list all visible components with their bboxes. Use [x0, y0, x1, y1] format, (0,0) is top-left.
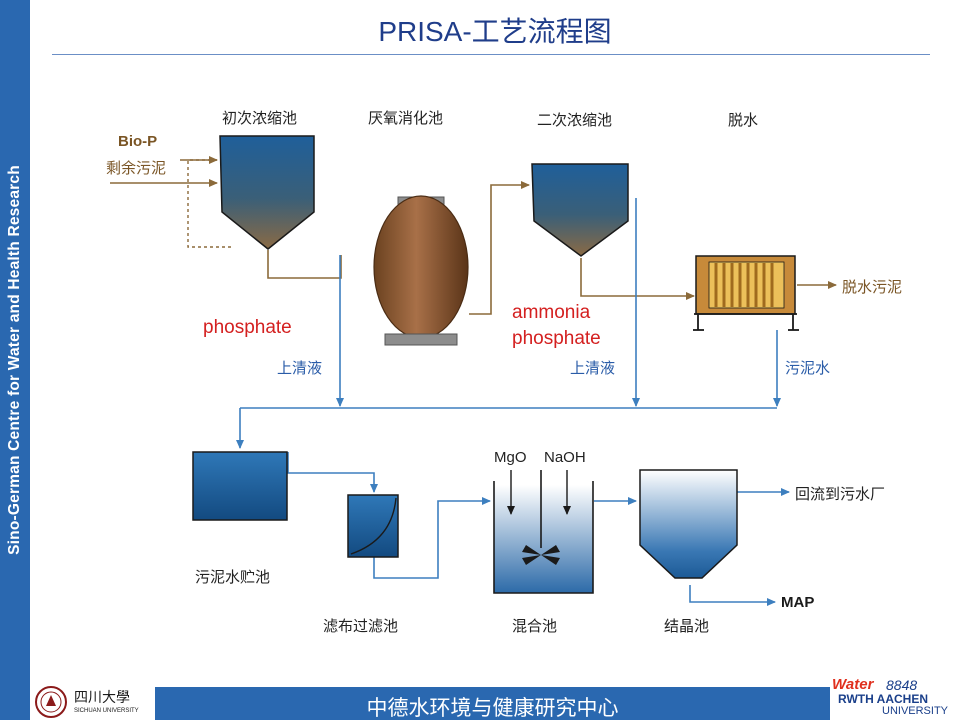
bio-p-label: Bio-P — [118, 133, 158, 150]
rwth-water8848-logo: Water 8848 RWTH AACHEN UNIVERSITY — [830, 676, 960, 720]
rwth-logo-subtext: UNIVERSITY — [882, 705, 949, 717]
anaerobic-digester — [373, 195, 469, 346]
primary-thickener-label: 初次浓缩池 — [222, 109, 298, 127]
digester-to-thickener-line — [469, 181, 530, 315]
title-divider — [52, 54, 930, 55]
sichuan-university-logo: 四川大學 SICHUAN UNIVERSITY — [34, 684, 154, 720]
page-title: PRISA-工艺流程图 — [378, 16, 612, 47]
sludge-water-storage-tank — [192, 451, 288, 521]
crystallizer-label: 结晶池 — [664, 617, 710, 635]
footer-text: 中德水环境与健康研究中心 — [366, 696, 619, 720]
dewatering-press — [693, 255, 799, 331]
water-logo-number: 8848 — [886, 677, 918, 693]
storage-to-filter-line — [287, 452, 378, 493]
sichuan-logo-text: 四川大學 — [74, 690, 130, 706]
dewatering-label: 脱水 — [728, 111, 759, 129]
phosphate-annotation-1: phosphate — [203, 317, 292, 338]
mgo-label: MgO — [494, 449, 527, 466]
supernatant-1-label: 上清液 — [277, 359, 323, 377]
phosphate-annotation-2: phosphate — [512, 328, 601, 349]
left-sidebar — [0, 0, 30, 720]
rwth-logo-text: RWTH AACHEN — [838, 692, 928, 706]
sludge-water-storage-label: 污泥水贮池 — [195, 568, 271, 586]
anaerobic-digester-label: 厌氧消化池 — [368, 109, 444, 127]
cloth-filter-label: 滤布过滤池 — [323, 617, 399, 635]
supernatant-2-label: 上清液 — [570, 359, 616, 377]
mixer-impeller-icon — [522, 545, 560, 565]
footer-bar — [155, 687, 830, 720]
return-to-wwtp-label: 回流到污水厂 — [795, 485, 886, 503]
mixing-tank — [493, 470, 594, 594]
primary-to-digester-line — [267, 250, 342, 279]
crystallizer-tank — [639, 469, 738, 579]
map-label: MAP — [781, 594, 815, 611]
excess-sludge-label: 剩余污泥 — [106, 159, 167, 177]
map-output-arrow — [689, 585, 776, 606]
secondary-thickener — [531, 163, 629, 257]
thickener-to-dewatering-line — [580, 258, 695, 300]
dewatered-sludge-label: 脱水污泥 — [842, 278, 903, 296]
secondary-thickener-label: 二次浓缩池 — [537, 111, 613, 129]
naoh-label: NaOH — [544, 449, 586, 466]
filter-to-mixing-line — [373, 497, 491, 579]
cloth-filter-tank — [347, 494, 399, 558]
primary-thickener — [219, 135, 315, 250]
ammonia-annotation: ammonia — [512, 302, 591, 323]
water-logo-text: Water — [832, 676, 874, 693]
sludge-water-label: 污泥水 — [785, 359, 831, 377]
recirculation-dashed-line — [187, 159, 232, 248]
sludge-flow-lines — [110, 156, 837, 315]
sichuan-logo-subtext: SICHUAN UNIVERSITY — [74, 708, 139, 714]
water-flow-lines — [236, 198, 790, 606]
mixing-tank-label: 混合池 — [512, 617, 558, 635]
